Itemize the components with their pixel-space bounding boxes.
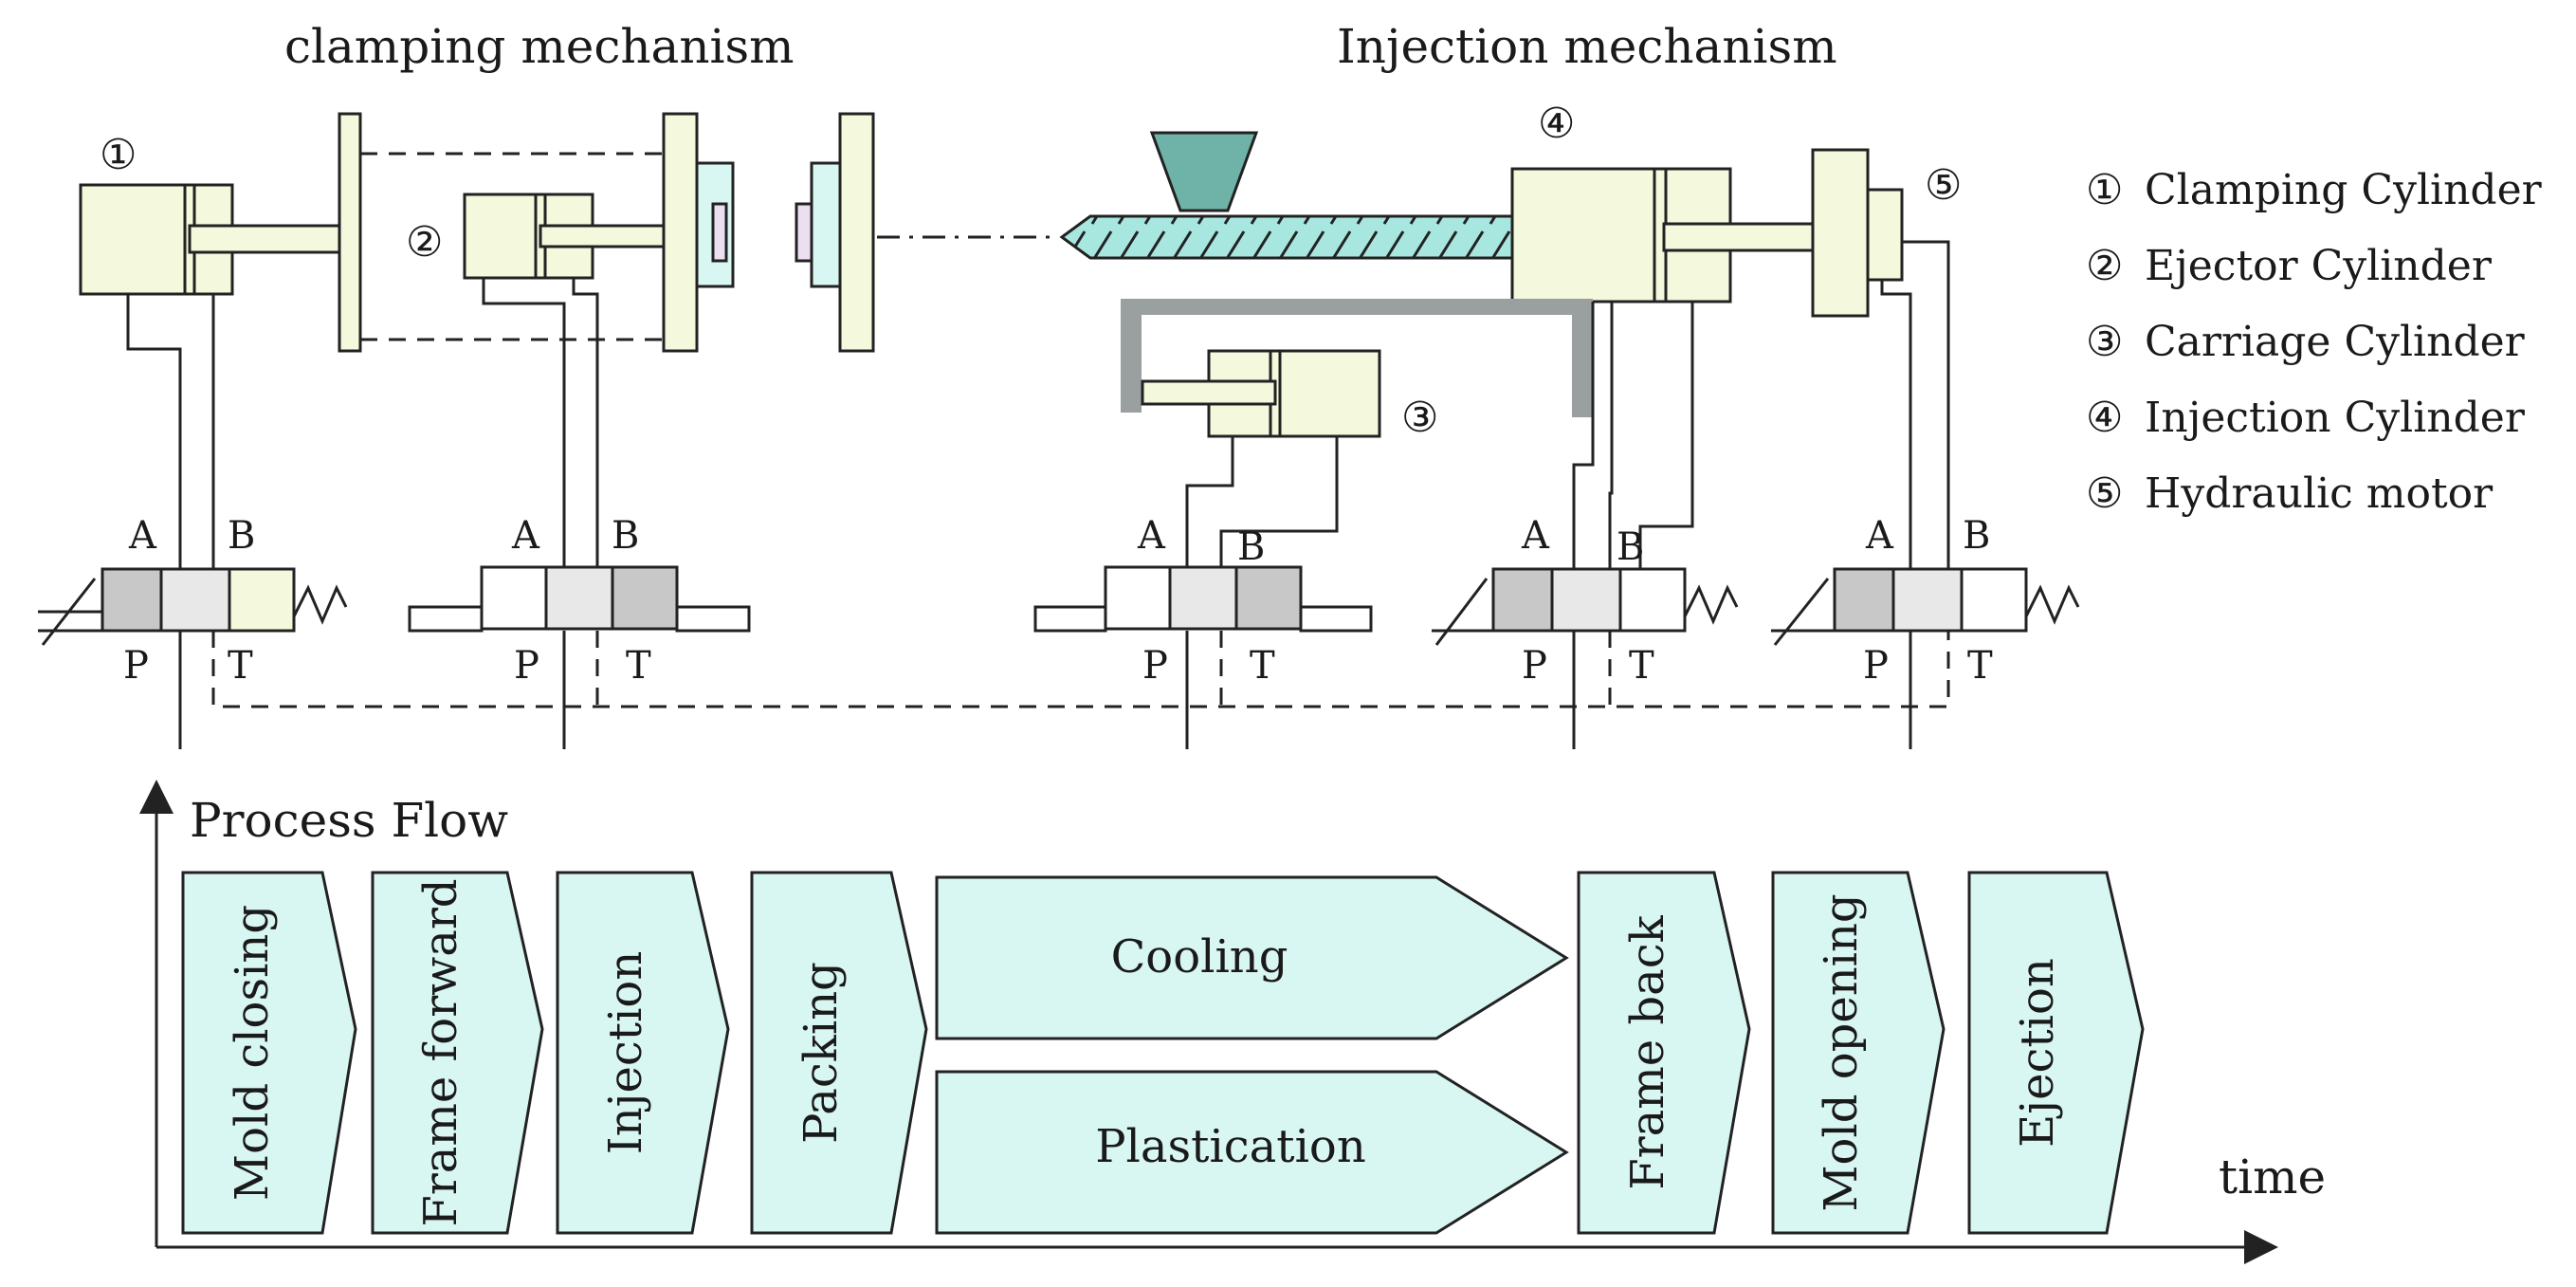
legend-num-5: ⑤ <box>2086 469 2123 518</box>
process-flow-label: Process Flow <box>190 793 508 848</box>
valve-4: A B P T <box>1432 514 1739 688</box>
stage-injection: Injection <box>556 871 730 1235</box>
stationary-platen <box>838 112 875 353</box>
stage-label-frame-back: Frame back <box>1621 914 1674 1189</box>
valve-4-port-b: B <box>1617 525 1644 569</box>
legend-num-3: ③ <box>2086 318 2123 366</box>
carriage-cylinder: ③ <box>1141 349 1438 442</box>
clamping-mechanism-title: clamping mechanism <box>284 19 795 74</box>
stage-packing: Packing <box>750 871 928 1235</box>
valve-5-port-b: B <box>1963 514 1990 558</box>
valve-1-port-t: T <box>228 644 253 688</box>
mold-cavity-left <box>711 202 728 263</box>
valve-4-port-a: A <box>1521 514 1550 558</box>
valve-1-port-a: A <box>128 514 157 558</box>
stage-label-mold-closing: Mold closing <box>226 905 279 1201</box>
valve-1-port-b: B <box>228 514 255 558</box>
stage-label-packing: Packing <box>795 962 848 1144</box>
legend-label-4: Injection Cylinder <box>2145 394 2526 442</box>
legend-label-1: Clamping Cylinder <box>2145 166 2543 214</box>
valve-4-port-t: T <box>1629 644 1654 688</box>
stage-label-plastication: Plastication <box>1095 1120 1366 1173</box>
cylinder-number-2: ② <box>406 218 443 267</box>
injection-mechanism-title: Injection mechanism <box>1337 19 1837 74</box>
valve-3-port-b: B <box>1237 525 1265 569</box>
process-flow: Process Flow time Mold closing Frame for… <box>139 780 2326 1264</box>
legend-label-3: Carriage Cylinder <box>2145 318 2526 366</box>
moving-platen <box>338 112 362 353</box>
valve-3-port-p: P <box>1142 644 1168 688</box>
stage-frame-back: Frame back <box>1577 871 1751 1235</box>
cylinder-number-4: ④ <box>1538 100 1575 148</box>
mold-cavity-right <box>795 202 813 263</box>
stage-mold-opening: Mold opening <box>1771 871 1946 1235</box>
injection-mechanism: ④ ⑤ ③ <box>1059 100 1962 442</box>
carriage-frame <box>1121 299 1593 417</box>
stage-label-frame-forward: Frame forward <box>414 878 467 1226</box>
cylinder-number-3: ③ <box>1401 394 1438 442</box>
valve-5-port-p: P <box>1863 644 1889 688</box>
valve-5-port-t: T <box>1967 644 1993 688</box>
stage-frame-forward: Frame forward <box>371 871 544 1235</box>
time-label: time <box>2219 1149 2326 1204</box>
valve-1-port-p: P <box>123 644 149 688</box>
valve-4-port-p: P <box>1522 644 1547 688</box>
legend-num-1: ① <box>2086 166 2123 214</box>
valve-2-port-b: B <box>612 514 639 558</box>
injection-cylinder: ④ <box>1510 100 1818 303</box>
hopper <box>1149 131 1259 212</box>
stage-mold-closing: Mold closing <box>181 871 357 1235</box>
legend-num-2: ② <box>2086 242 2123 290</box>
clamping-cylinder: ① <box>79 131 343 296</box>
ejector-cylinder: ② <box>406 193 666 280</box>
legend-label-5: Hydraulic motor <box>2145 469 2494 518</box>
valve-3-port-t: T <box>1250 644 1275 688</box>
legend: ① Clamping Cylinder ② Ejector Cylinder ③… <box>2086 166 2543 518</box>
valve-2: A B P T <box>408 514 751 688</box>
cylinder-number-1: ① <box>100 131 137 179</box>
valve-3-port-a: A <box>1137 514 1166 558</box>
valve-5-port-a: A <box>1865 514 1894 558</box>
ejector-platen <box>662 112 699 353</box>
motor-number-5: ⑤ <box>1925 161 1962 210</box>
legend-num-4: ④ <box>2086 394 2123 442</box>
valve-2-port-p: P <box>514 644 539 688</box>
stage-ejection: Ejection <box>1967 871 2145 1235</box>
valve-2-port-t: T <box>626 644 651 688</box>
stage-plastication: Plastication <box>935 1070 1569 1235</box>
hydraulic-lines <box>126 240 1950 749</box>
valve-3: A B P T <box>1033 514 1373 688</box>
valve-5: A B P T <box>1771 514 2080 688</box>
stage-label-cooling: Cooling <box>1111 930 1288 984</box>
valve-1: A B P T <box>38 514 348 688</box>
stage-label-ejection: Ejection <box>2011 958 2064 1148</box>
legend-label-2: Ejector Cylinder <box>2145 242 2493 290</box>
mold-half-right <box>810 161 842 288</box>
clamping-mechanism: ① ② <box>79 112 875 353</box>
stage-cooling: Cooling <box>935 875 1569 1040</box>
valve-2-port-a: A <box>511 514 540 558</box>
stage-label-injection: Injection <box>599 951 652 1155</box>
stage-label-mold-opening: Mold opening <box>1815 893 1868 1211</box>
hydraulic-motor: ⑤ <box>1811 148 1962 318</box>
